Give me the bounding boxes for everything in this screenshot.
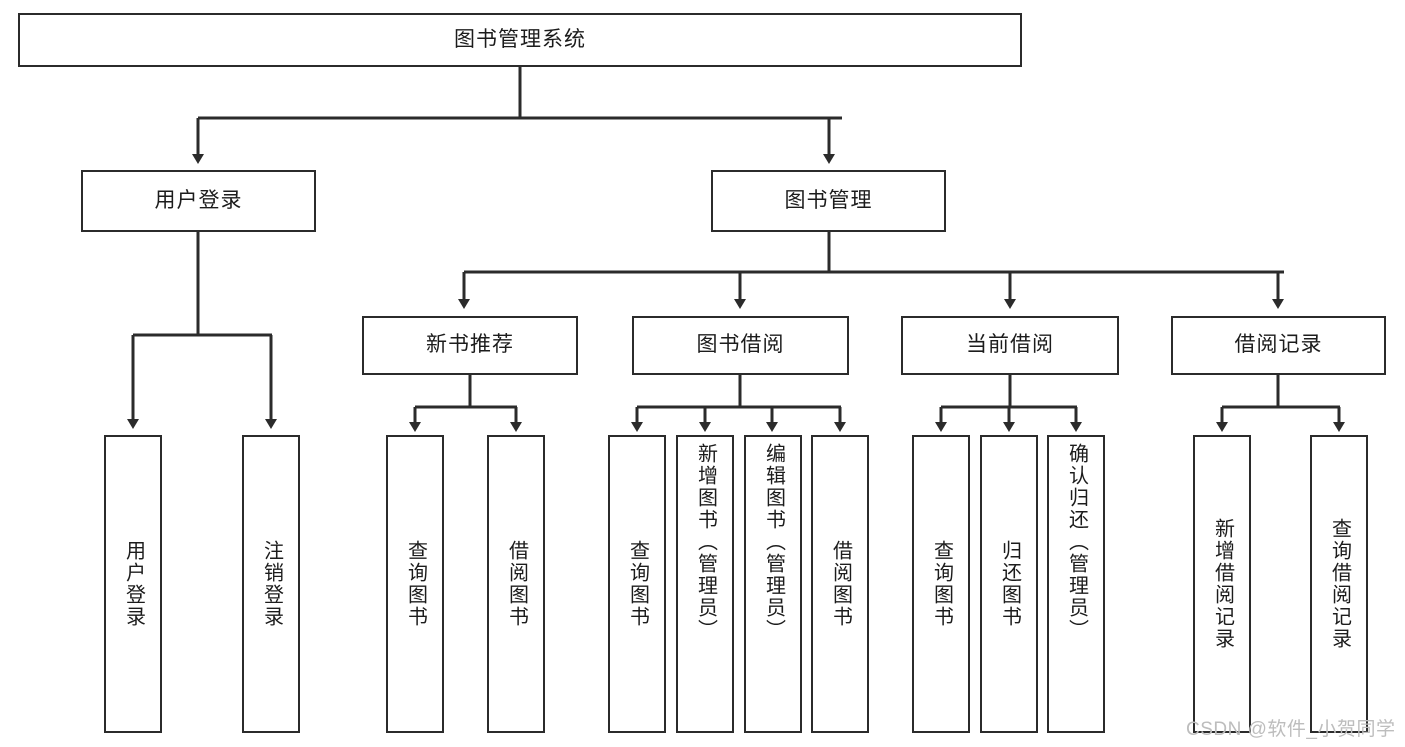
node-root[interactable]: 图书管理系统 xyxy=(18,13,1022,67)
node-user-login[interactable]: 用户登录 xyxy=(81,170,316,232)
node-leaf-query-book-1-label: 查询图书 xyxy=(404,540,427,628)
node-leaf-logout[interactable]: 注销登录 xyxy=(242,435,300,733)
node-current-borrow-label: 当前借阅 xyxy=(966,333,1054,357)
node-root-label: 图书管理系统 xyxy=(454,27,586,51)
node-user-login-label: 用户登录 xyxy=(154,188,243,212)
node-current-borrow[interactable]: 当前借阅 xyxy=(901,316,1119,375)
node-leaf-query-book-1[interactable]: 查询图书 xyxy=(386,435,444,733)
node-leaf-add-book-label: 新增图书（管理员） xyxy=(694,443,717,641)
node-book-manage[interactable]: 图书管理 xyxy=(711,170,946,232)
node-leaf-user-login[interactable]: 用户登录 xyxy=(104,435,162,733)
node-leaf-query-record-label: 查询借阅记录 xyxy=(1328,518,1351,650)
node-leaf-add-record[interactable]: 新增借阅记录 xyxy=(1193,435,1251,733)
node-leaf-logout-label: 注销登录 xyxy=(260,540,283,628)
node-leaf-return-book[interactable]: 归还图书 xyxy=(980,435,1038,733)
node-leaf-confirm-return-label: 确认归还（管理员） xyxy=(1065,443,1088,641)
node-borrow-record[interactable]: 借阅记录 xyxy=(1171,316,1386,375)
node-leaf-query-book-3-label: 查询图书 xyxy=(930,540,953,628)
node-new-book-rec-label: 新书推荐 xyxy=(426,333,514,357)
node-leaf-add-record-label: 新增借阅记录 xyxy=(1211,518,1234,650)
node-leaf-borrow-book-2[interactable]: 借阅图书 xyxy=(811,435,869,733)
node-book-borrow-label: 图书借阅 xyxy=(696,333,785,357)
node-leaf-add-book[interactable]: 新增图书（管理员） xyxy=(676,435,734,733)
node-book-manage-label: 图书管理 xyxy=(784,188,873,212)
watermark-text: CSDN @软件_小贺同学 xyxy=(1186,719,1396,740)
node-leaf-confirm-return[interactable]: 确认归还（管理员） xyxy=(1047,435,1105,733)
node-leaf-user-login-label: 用户登录 xyxy=(122,540,145,628)
node-leaf-query-book-2-label: 查询图书 xyxy=(626,540,649,628)
node-leaf-borrow-book-1-label: 借阅图书 xyxy=(505,540,528,628)
node-leaf-return-book-label: 归还图书 xyxy=(998,540,1021,628)
node-leaf-borrow-book-1[interactable]: 借阅图书 xyxy=(487,435,545,733)
node-leaf-query-book-2[interactable]: 查询图书 xyxy=(608,435,666,733)
node-leaf-query-record[interactable]: 查询借阅记录 xyxy=(1310,435,1368,733)
node-book-borrow[interactable]: 图书借阅 xyxy=(632,316,849,375)
node-leaf-edit-book-label: 编辑图书（管理员） xyxy=(762,443,785,641)
node-borrow-record-label: 借阅记录 xyxy=(1234,333,1323,357)
node-new-book-rec[interactable]: 新书推荐 xyxy=(362,316,578,375)
node-leaf-edit-book[interactable]: 编辑图书（管理员） xyxy=(744,435,802,733)
node-leaf-query-book-3[interactable]: 查询图书 xyxy=(912,435,970,733)
node-leaf-borrow-book-2-label: 借阅图书 xyxy=(829,540,852,628)
